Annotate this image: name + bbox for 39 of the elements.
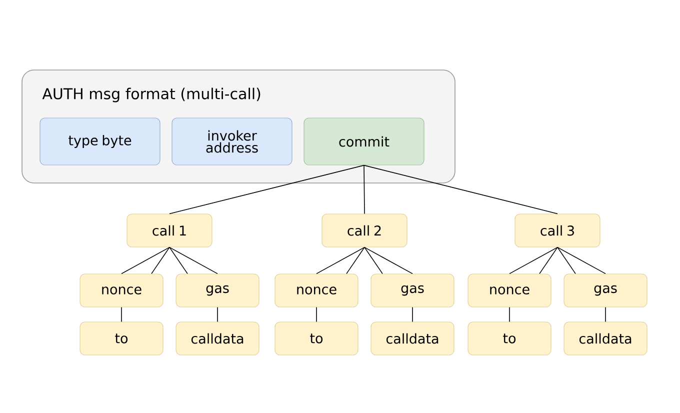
connector-line: [169, 246, 218, 274]
connector-line: [539, 246, 558, 274]
connector-line: [364, 246, 383, 274]
field-box: invoker address: [172, 118, 292, 166]
field-box: to: [80, 322, 164, 356]
connector-line: [121, 306, 122, 322]
field-box: gas: [564, 274, 648, 308]
field-box: calldata: [564, 322, 648, 356]
connector-line: [316, 246, 365, 274]
connector-line: [557, 246, 606, 274]
connector-line: [169, 164, 364, 214]
connector-line: [316, 306, 317, 322]
field-box: nonce: [80, 274, 164, 308]
connector-line: [151, 246, 170, 274]
field-box: calldata: [176, 322, 260, 356]
field-box: gas: [176, 274, 260, 308]
connector-line: [121, 246, 170, 274]
field-box: type byte: [40, 118, 160, 166]
connector-line: [605, 306, 606, 322]
field-box: commit: [304, 118, 424, 166]
field-box: nonce: [274, 274, 358, 308]
connector-line: [217, 306, 218, 322]
field-box: gas: [370, 274, 454, 308]
call-box: call 1: [126, 214, 212, 248]
connector-line: [364, 164, 365, 214]
connector-line: [557, 246, 576, 274]
connector-line: [169, 246, 188, 274]
call-box: call 2: [322, 214, 408, 248]
field-box: to: [274, 322, 358, 356]
field-box: nonce: [468, 274, 552, 308]
connector-line: [412, 306, 413, 322]
call-box: call 3: [514, 214, 600, 248]
field-box: calldata: [370, 322, 454, 356]
connector-line: [364, 164, 558, 214]
field-box: to: [468, 322, 552, 356]
connector-line: [509, 246, 558, 274]
connector-line: [509, 306, 510, 322]
connector-line: [364, 246, 413, 274]
connector-line: [346, 246, 365, 274]
